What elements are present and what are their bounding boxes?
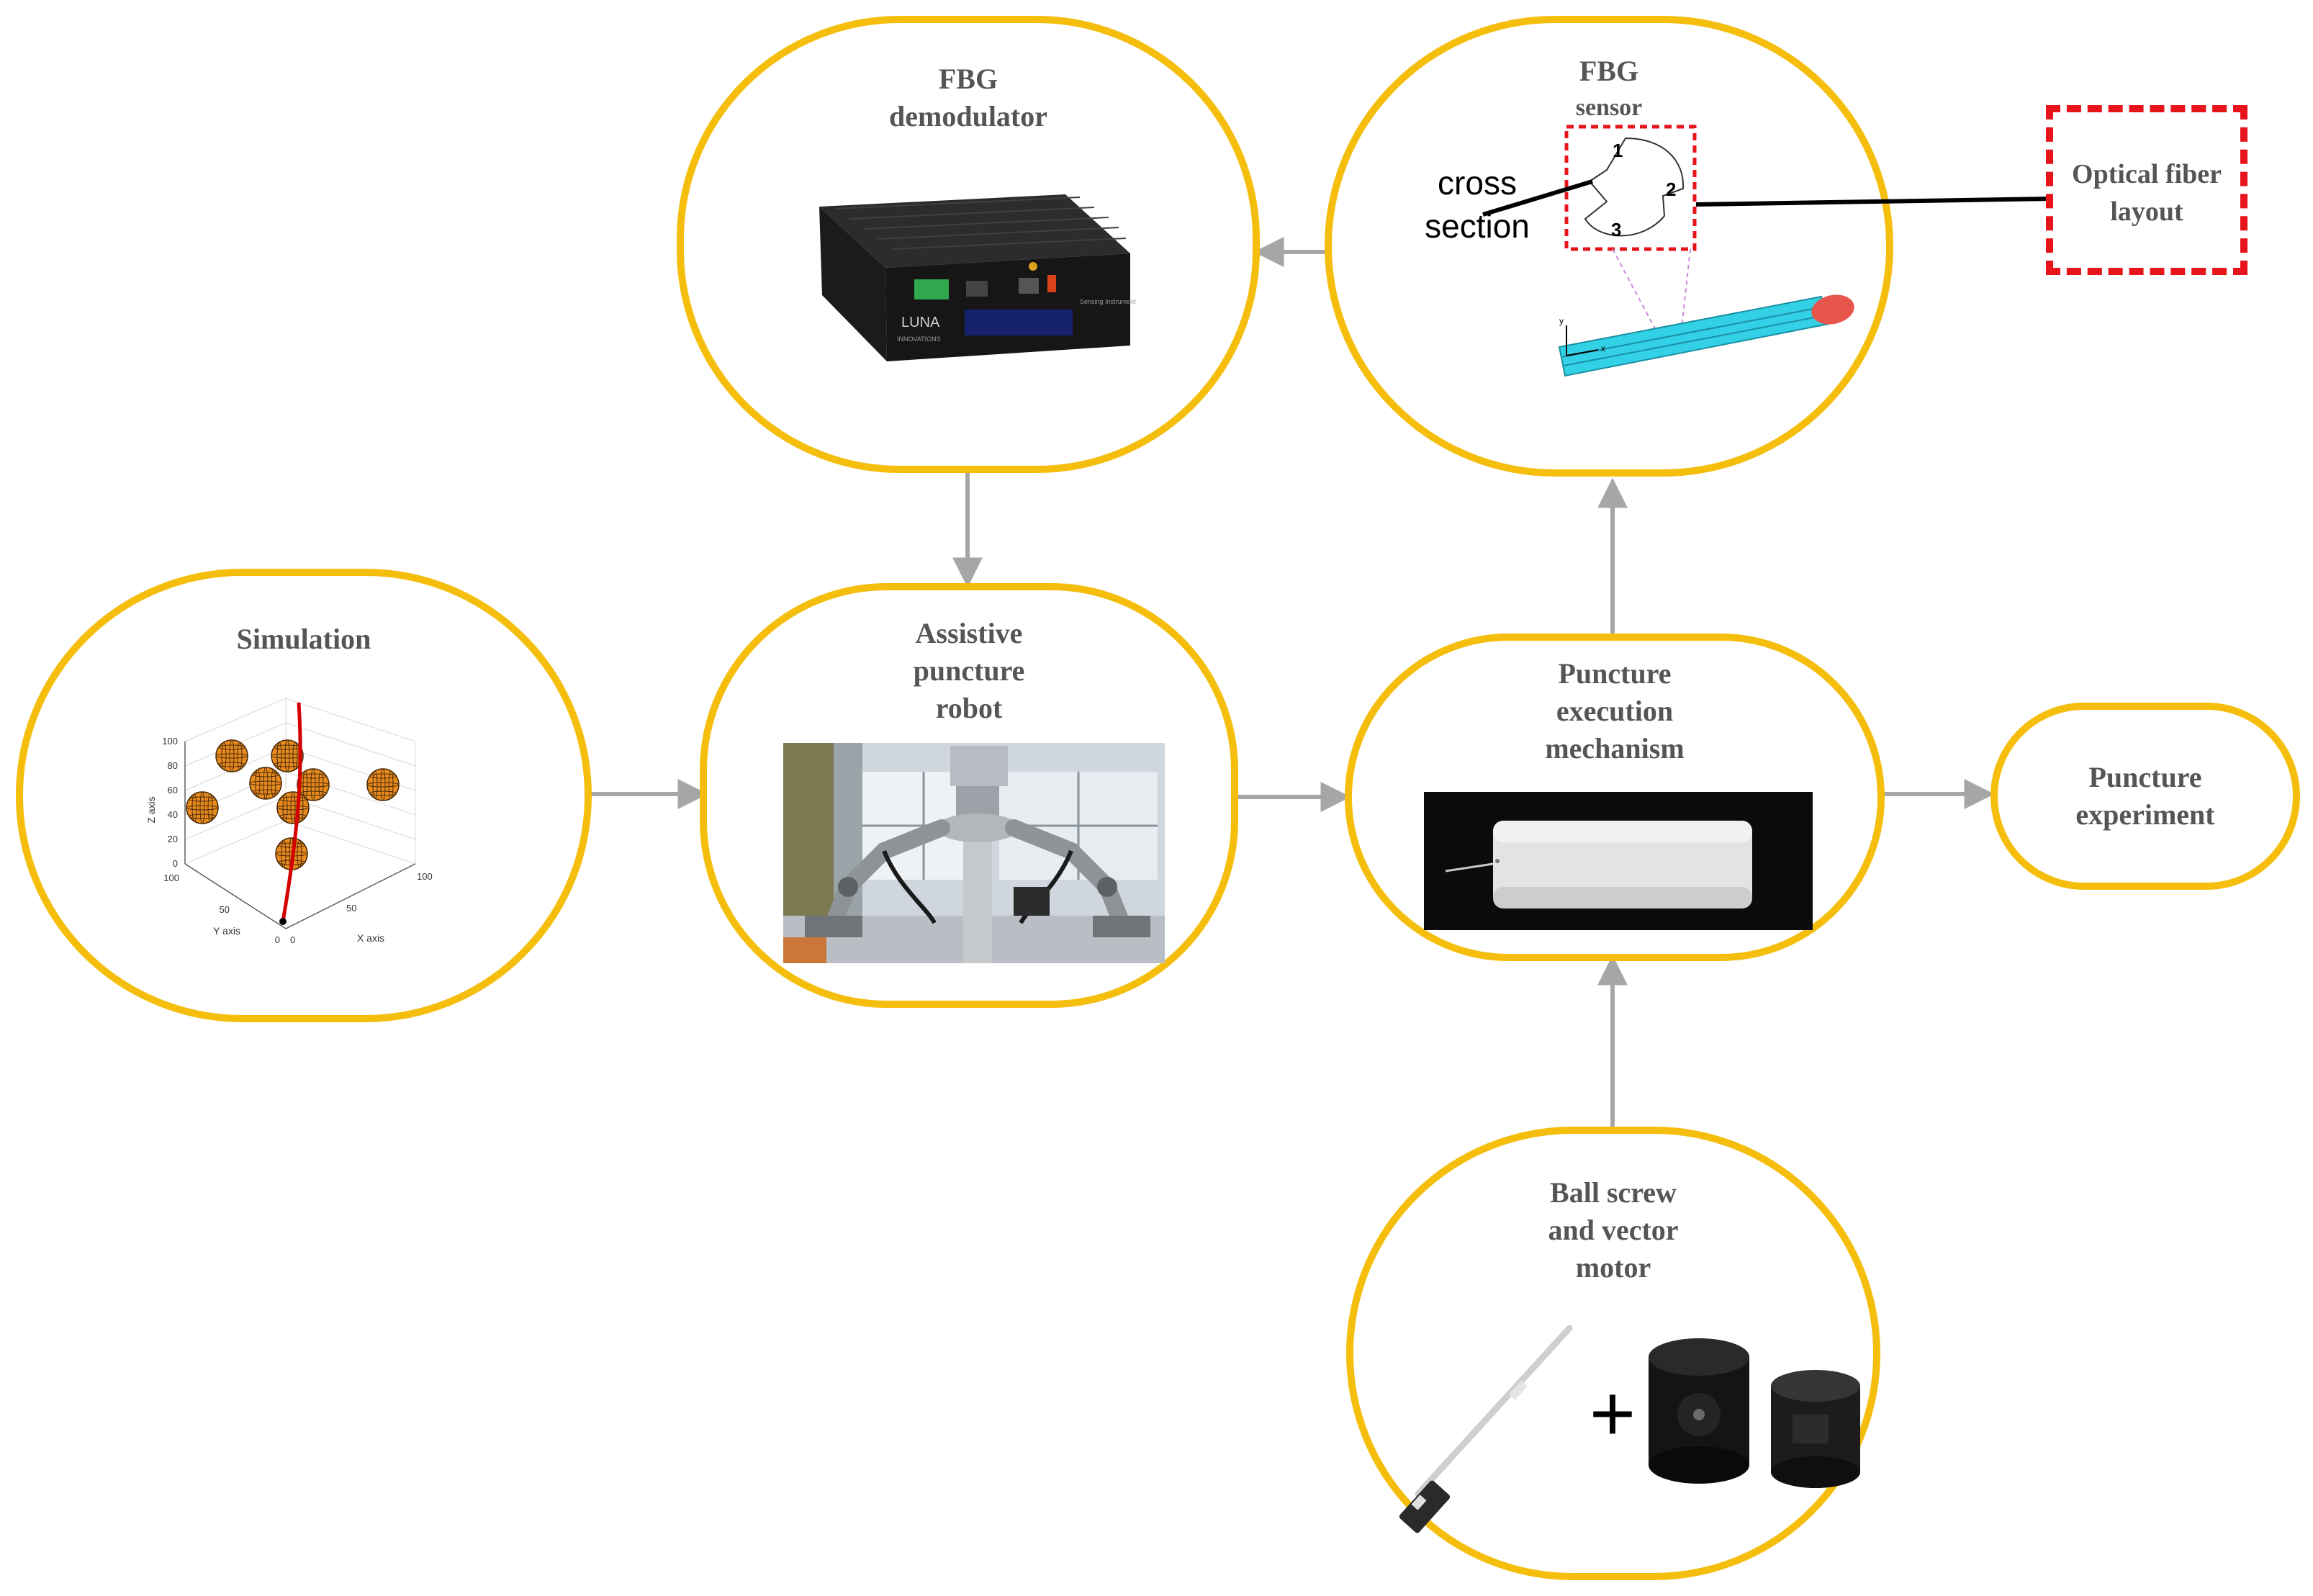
node-fbg-sensor: FBG sensor 1 2 3 cross section y x bbox=[1325, 16, 2054, 477]
ball-screw-nut bbox=[1399, 1480, 1451, 1533]
core-label-1: 1 bbox=[1613, 140, 1623, 161]
z-tick: 0 bbox=[173, 858, 178, 869]
obstacle-sphere bbox=[186, 791, 219, 824]
node-fbg-demodulator: FBG demodulator LUNA INNOVATIONS Sensing… bbox=[677, 16, 1260, 473]
sensor-title-line1: FBG bbox=[1579, 55, 1638, 87]
node-title: Assistive puncture robot bbox=[913, 617, 1025, 724]
cross-section-label-line1: cross bbox=[1438, 164, 1517, 202]
obstacle-sphere bbox=[276, 791, 310, 824]
node-assistive-puncture-robot: Assistive puncture robot bbox=[700, 583, 1238, 1008]
axis-label-x: x bbox=[1601, 343, 1605, 353]
cross-section-shape bbox=[1584, 137, 1685, 237]
vector-motor-1 bbox=[1649, 1338, 1749, 1484]
sensor-title-line2: sensor bbox=[1576, 94, 1643, 121]
fiber-rod bbox=[1558, 295, 1830, 377]
y-axis-label: Y axis bbox=[213, 925, 240, 937]
axis-label-y: y bbox=[1559, 316, 1564, 326]
z-tick: 80 bbox=[168, 760, 178, 771]
core-label-3: 3 bbox=[1611, 219, 1621, 240]
node-title: Ball screw and vector motor bbox=[1548, 1176, 1679, 1284]
z-tick: 40 bbox=[168, 809, 178, 820]
fbg-sensor-illustration: FBG sensor 1 2 3 cross section y x bbox=[1425, 55, 2054, 377]
robot-photo bbox=[783, 743, 1165, 963]
x-tick: 50 bbox=[346, 903, 356, 914]
demodulator-device-image: LUNA INNOVATIONS Sensing Instrument bbox=[819, 194, 1136, 361]
core-label-2: 2 bbox=[1666, 179, 1676, 200]
cross-section-dashed-box bbox=[1564, 125, 1697, 251]
ball-screw-shaft bbox=[1415, 1325, 1573, 1497]
x-tick: 100 bbox=[417, 871, 433, 882]
node-optical-fiber-layout: Optical fiber layout bbox=[2046, 105, 2247, 275]
fiber-link-line bbox=[1695, 197, 2054, 207]
node-title: Puncture experiment bbox=[2075, 761, 2215, 831]
y-tick: 0 bbox=[275, 934, 280, 945]
obstacle-sphere bbox=[249, 767, 282, 800]
demodulator-sub-brand-text: INNOVATIONS bbox=[897, 335, 941, 343]
obstacle-sphere bbox=[366, 768, 400, 801]
z-tick: 20 bbox=[168, 834, 178, 844]
z-tick: 60 bbox=[168, 785, 178, 795]
z-tick: 100 bbox=[162, 736, 178, 747]
node-title: Simulation bbox=[236, 623, 371, 655]
x-axis-label: X axis bbox=[357, 932, 384, 944]
node-simulation: Simulation 100 80 60 40 bbox=[16, 569, 592, 1022]
y-tick: 50 bbox=[220, 904, 230, 915]
obstacle-sphere bbox=[215, 739, 248, 772]
node-puncture-experiment: Puncture experiment bbox=[1990, 703, 2300, 890]
node-ball-screw-and-vector-motor: Ball screw and vector motor + bbox=[1346, 1127, 1880, 1580]
mechanism-photo bbox=[1424, 792, 1813, 930]
cross-section-pointer bbox=[1482, 179, 1593, 217]
simulation-plot: 100 80 60 40 20 0 100 50 0 0 50 100 Z ax… bbox=[145, 698, 433, 945]
node-title: Puncture execution mechanism bbox=[1545, 657, 1685, 765]
needle-trajectory bbox=[281, 702, 302, 922]
demodulator-brand-text: LUNA bbox=[901, 315, 940, 330]
z-axis-label: Z axis bbox=[145, 796, 157, 823]
vector-motor-2 bbox=[1771, 1370, 1860, 1488]
fiber-tip bbox=[1811, 294, 1854, 325]
node-puncture-execution-mechanism: Puncture execution mechanism bbox=[1345, 634, 1885, 961]
node-title: Optical fiber layout bbox=[2072, 159, 2222, 227]
obstacle-sphere bbox=[271, 739, 304, 772]
node-title: FBG demodulator bbox=[889, 63, 1047, 132]
obstacle-sphere bbox=[297, 768, 330, 801]
x-tick: 0 bbox=[290, 934, 295, 945]
ballscrew-motor-illustration: + bbox=[1399, 1325, 1860, 1533]
plus-sign: + bbox=[1590, 1369, 1636, 1458]
y-tick: 100 bbox=[163, 873, 179, 883]
demodulator-badge-text: Sensing Instrument bbox=[1080, 298, 1136, 305]
cross-section-label-line2: section bbox=[1425, 207, 1530, 245]
